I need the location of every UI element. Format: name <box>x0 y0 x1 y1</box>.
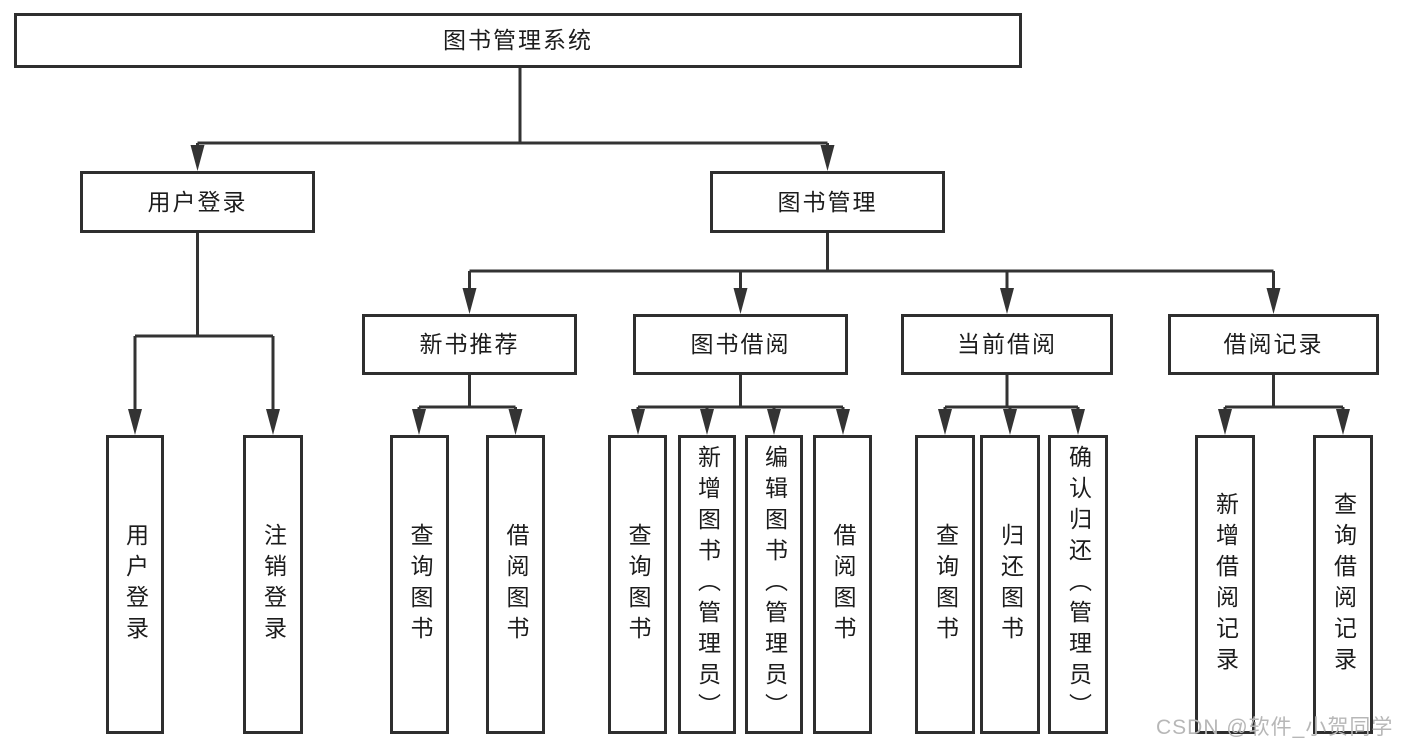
leaf-recommend-query-book: 查询图书 <box>390 435 449 734</box>
node-book-borrow: 图书借阅 <box>633 314 848 375</box>
leaf-recommend-borrow-book: 借阅图书 <box>486 435 545 734</box>
leaf-edit-book-admin: 编辑图书（管理员） <box>745 435 803 734</box>
leaf-borrow-book: 借阅图书 <box>813 435 872 734</box>
csdn-watermark: CSDN @软件_小贺同学 <box>1156 716 1394 739</box>
connector-lines <box>133 68 1345 419</box>
node-library-management-system: 图书管理系统 <box>14 13 1022 68</box>
node-book-management: 图书管理 <box>710 171 945 233</box>
leaf-user-login: 用户登录 <box>106 435 164 734</box>
leaf-logout: 注销登录 <box>243 435 303 734</box>
node-user-login: 用户登录 <box>80 171 315 233</box>
leaf-borrow-query-book: 查询图书 <box>608 435 667 734</box>
leaf-query-borrow-record: 查询借阅记录 <box>1313 435 1373 734</box>
leaf-current-query-book: 查询图书 <box>915 435 975 734</box>
node-new-book-recommend: 新书推荐 <box>362 314 577 375</box>
node-current-borrow: 当前借阅 <box>901 314 1113 375</box>
leaf-confirm-return-admin: 确认归还（管理员） <box>1048 435 1108 734</box>
arrowheads <box>128 145 1350 435</box>
node-borrow-records: 借阅记录 <box>1168 314 1379 375</box>
leaf-return-book: 归还图书 <box>980 435 1040 734</box>
leaf-add-borrow-record: 新增借阅记录 <box>1195 435 1255 734</box>
leaf-add-book-admin: 新增图书（管理员） <box>678 435 736 734</box>
